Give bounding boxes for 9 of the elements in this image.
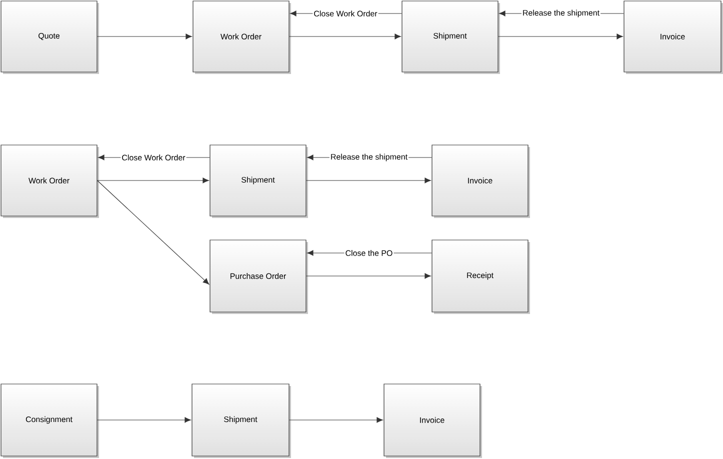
arrow xyxy=(306,178,431,184)
arrow xyxy=(289,34,401,40)
arrow xyxy=(97,180,210,285)
arrow xyxy=(97,34,192,40)
arrow xyxy=(97,417,191,423)
arrow xyxy=(97,178,209,184)
arrow xyxy=(306,273,431,279)
arrow xyxy=(498,34,623,40)
arrow xyxy=(289,417,383,423)
